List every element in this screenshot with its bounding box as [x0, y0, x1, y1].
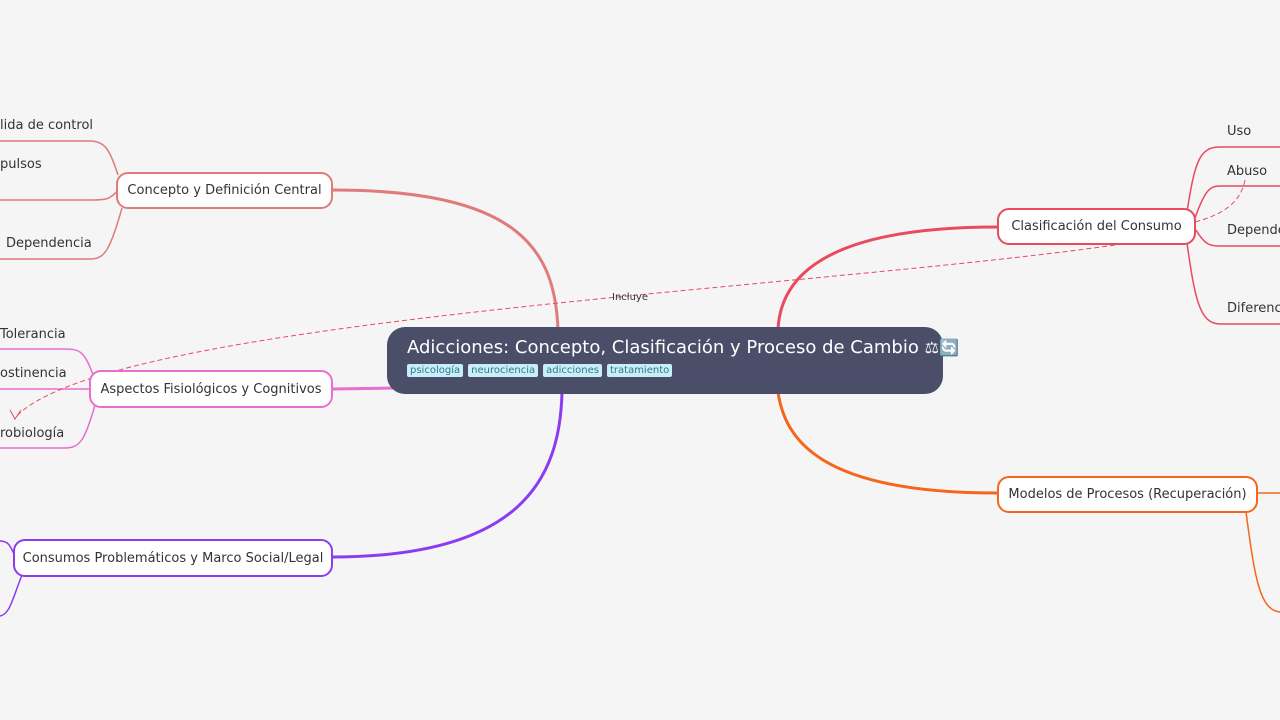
- central-title: Adicciones: Concepto, Clasificación y Pr…: [407, 337, 919, 358]
- topic-aspectos[interactable]: Aspectos Fisiológicos y Cognitivos: [89, 370, 333, 408]
- subtopic[interactable]: Diferenci: [1227, 301, 1280, 316]
- tag[interactable]: tratamiento: [606, 364, 673, 377]
- subtopic[interactable]: Tolerancia: [0, 327, 66, 342]
- topic-clasificacion[interactable]: Clasificación del Consumo: [997, 208, 1196, 245]
- topic-consumos[interactable]: Consumos Problemáticos y Marco Social/Le…: [13, 539, 333, 577]
- central-topic[interactable]: Adicciones: Concepto, Clasificación y Pr…: [387, 327, 959, 394]
- tag[interactable]: psicología: [407, 364, 464, 377]
- subtopic[interactable]: Depende: [1227, 223, 1280, 238]
- relation-label: Incluye: [612, 292, 648, 303]
- topic-modelos[interactable]: Modelos de Procesos (Recuperación): [997, 476, 1258, 513]
- subtopic[interactable]: Dependencia: [6, 236, 92, 251]
- subtopic[interactable]: Uso: [1227, 124, 1252, 139]
- topic-concepto[interactable]: Concepto y Definición Central: [116, 172, 333, 209]
- subtopic[interactable]: robiología: [0, 426, 65, 441]
- balance-refresh-icon: ⚖🔄: [924, 338, 959, 357]
- subtopic[interactable]: lida de control: [0, 118, 94, 133]
- tag[interactable]: neurociencia: [468, 364, 539, 377]
- subtopic[interactable]: pulsos: [0, 157, 42, 172]
- subtopic[interactable]: Abuso: [1227, 164, 1268, 179]
- subtopic[interactable]: ostinencia: [0, 366, 67, 381]
- tag[interactable]: adicciones: [543, 364, 602, 377]
